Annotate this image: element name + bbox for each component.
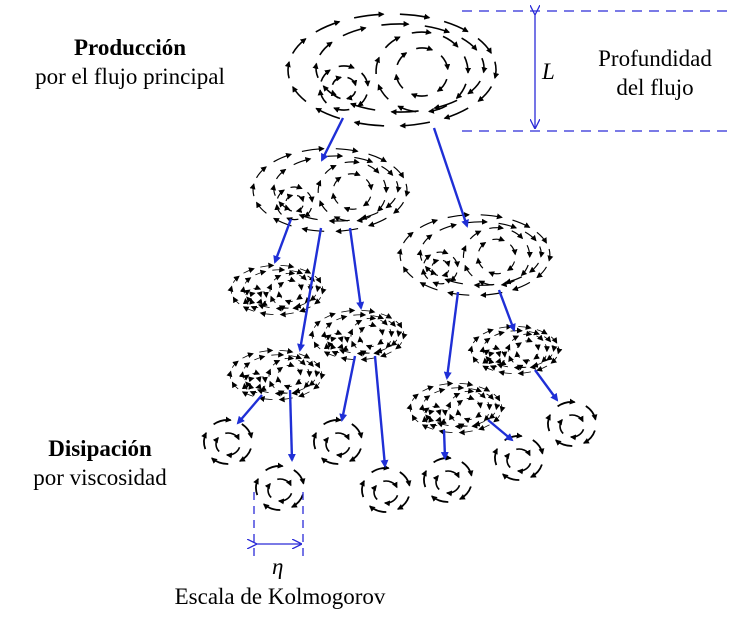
- small-eddy-3: [253, 462, 306, 511]
- cascade-arrow-3a: [440, 429, 449, 460]
- eddy-group: [201, 11, 598, 513]
- depth-label-line1: Profundidad: [598, 46, 712, 71]
- small-eddy-6: [492, 432, 545, 481]
- cascade-arrow-2c: [339, 355, 357, 422]
- eddy-level-3-b: [406, 380, 506, 436]
- production-title: Producción: [73, 35, 187, 60]
- dissipation-title: Disipación: [48, 436, 152, 461]
- depth-label-line2: del flujo: [616, 75, 694, 100]
- eddy-level-1-left: [249, 145, 411, 235]
- scale-dimensions: [254, 11, 728, 562]
- production-subtitle: por el flujo principal: [35, 64, 225, 89]
- eddy-level-2-a: [227, 262, 327, 318]
- cascade-arrow-0a: [320, 117, 345, 162]
- small-eddy-2: [311, 416, 364, 465]
- small-eddy-7: [545, 398, 598, 447]
- eta-symbol: η: [272, 554, 284, 579]
- small-eddy-5: [421, 454, 474, 503]
- cascade-arrow-2a: [236, 394, 263, 425]
- eddy-level-2-b: [308, 307, 408, 363]
- cascade-arrow-1e: [497, 289, 516, 332]
- cascade-arrow-1b: [297, 227, 323, 352]
- cascade-arrow-1d: [443, 291, 460, 380]
- small-eddy-1: [201, 416, 254, 465]
- depth-symbol: L: [542, 59, 555, 84]
- cascade-arrow-2b: [287, 389, 296, 462]
- eddy-level-0: [284, 11, 500, 129]
- cascade-arrow-2d: [373, 355, 389, 468]
- cascade-arrows: [236, 117, 559, 468]
- eddy-level-3-a: [226, 347, 326, 403]
- cascade-arrow-1c: [348, 227, 365, 310]
- dissipation-subtitle: por viscosidad: [33, 465, 167, 490]
- cascade-arrow-1a: [273, 218, 293, 264]
- eddy-level-2-c: [467, 323, 563, 377]
- cascade-arrow-3b: [487, 419, 514, 442]
- cascade-arrow-0b: [432, 127, 469, 228]
- kolmogorov-label: Escala de Kolmogorov: [174, 584, 386, 609]
- cascade-arrow-2e: [534, 369, 559, 402]
- small-eddy-4: [359, 464, 412, 513]
- eddy-level-1-right: [396, 212, 554, 298]
